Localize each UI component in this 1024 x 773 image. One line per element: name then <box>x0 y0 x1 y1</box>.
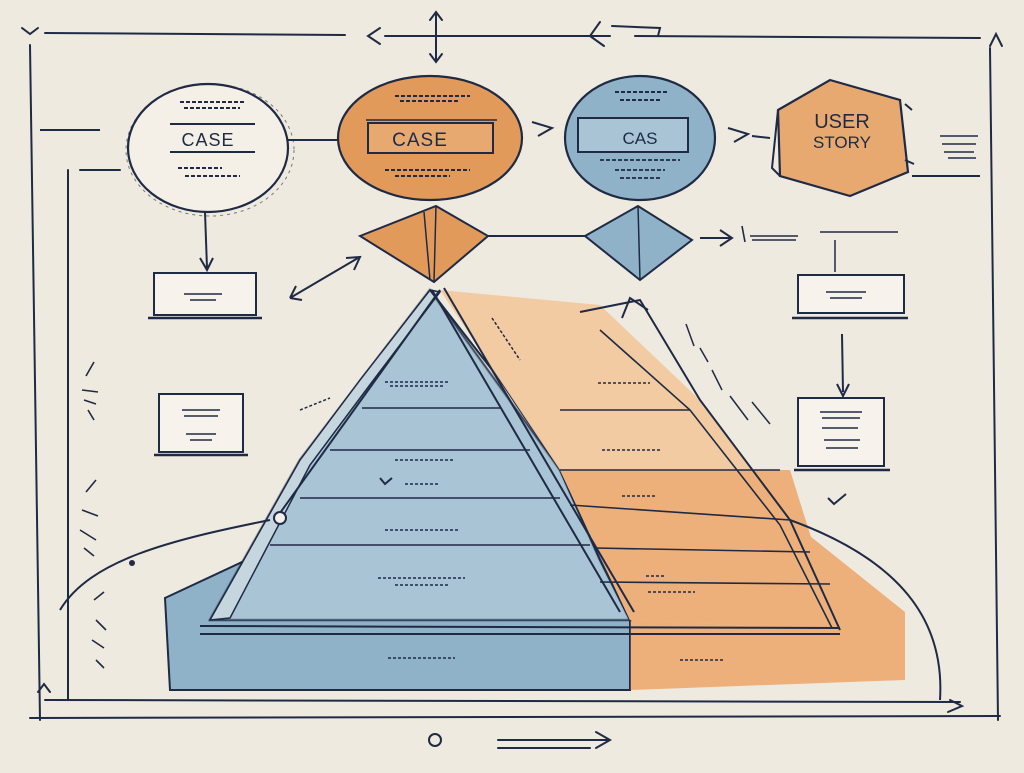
right-note-scribble <box>741 225 798 243</box>
pyramid-node-dot <box>273 511 287 525</box>
box-right-mid <box>794 397 890 472</box>
diagonal-scribble-right <box>685 323 771 425</box>
case-circle-left: CASE <box>125 82 295 217</box>
case-circle-orange: CASE <box>336 74 524 202</box>
left-curve-dot <box>129 560 135 566</box>
diamond-orange <box>357 204 490 284</box>
diamond-blue <box>583 204 694 282</box>
pyramid-scribbles <box>299 381 725 661</box>
left-vertical-scribbles <box>79 361 107 669</box>
arrow-circle-down <box>199 211 214 273</box>
box-right-top <box>792 274 908 320</box>
pyramid-layers <box>270 407 831 585</box>
right-curve <box>789 519 942 701</box>
arrow-right-down <box>836 333 850 399</box>
check-mark-right <box>827 493 847 506</box>
double-arrow-left <box>289 255 362 301</box>
case-left-label: CASE <box>181 130 234 150</box>
user-story-line1: USER <box>814 111 870 133</box>
frame-arrows <box>21 10 1003 749</box>
arrow-orange-to-blue <box>531 121 555 137</box>
left-curve <box>59 519 271 611</box>
right-bar-lines <box>820 231 898 272</box>
box-left-top <box>148 272 262 320</box>
arrow-apex-right <box>621 296 649 319</box>
case-orange-label: CASE <box>392 130 448 151</box>
box-left-mid <box>154 393 248 457</box>
bottom-node-dot <box>428 733 442 747</box>
user-story-hexagon: USER STORY <box>770 78 915 198</box>
arrow-blue-to-story <box>727 127 771 143</box>
cas-circle-blue: CAS <box>563 74 717 202</box>
frame <box>29 32 1001 721</box>
cas-blue-label: CAS <box>623 129 658 148</box>
check-mark-center <box>379 477 393 486</box>
user-story-line2: STORY <box>813 133 871 152</box>
arrow-diamond-right <box>700 229 734 247</box>
pyramid-rails <box>199 287 841 635</box>
diagonal-scribble-mid <box>491 317 521 361</box>
story-side-note <box>912 135 980 177</box>
